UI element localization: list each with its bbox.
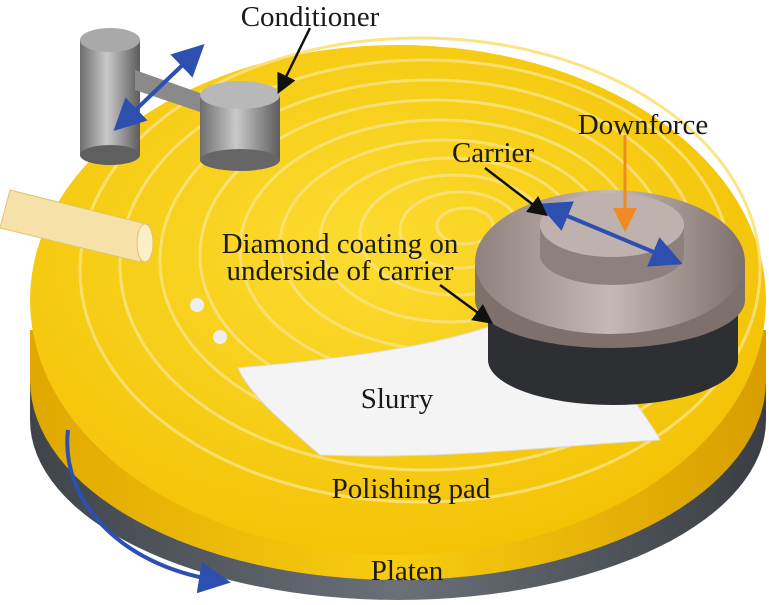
label-polishing-pad: Polishing pad [332, 473, 491, 505]
label-carrier: Carrier [452, 137, 534, 169]
slurry-drop [190, 298, 204, 312]
slurry-tube [0, 189, 154, 263]
conditioner [80, 28, 280, 171]
carrier-pointer [484, 167, 548, 217]
label-platen: Platen [371, 555, 444, 587]
conditioner-motion-arrow [113, 43, 205, 132]
conditioner-pointer [277, 27, 312, 94]
label-downforce: Downforce [578, 109, 708, 141]
carrier [475, 135, 745, 405]
platen-rotation-arrow [65, 429, 231, 594]
label-diamond-line2: underside of carrier [226, 255, 453, 287]
label-diamond-line1: Diamond coating on [222, 228, 459, 260]
label-slurry: Slurry [361, 383, 434, 415]
slurry-drop [213, 330, 227, 344]
label-conditioner: Conditioner [241, 1, 380, 33]
carrier-motion-arrow [538, 201, 683, 267]
diamond-pointer [439, 283, 494, 324]
